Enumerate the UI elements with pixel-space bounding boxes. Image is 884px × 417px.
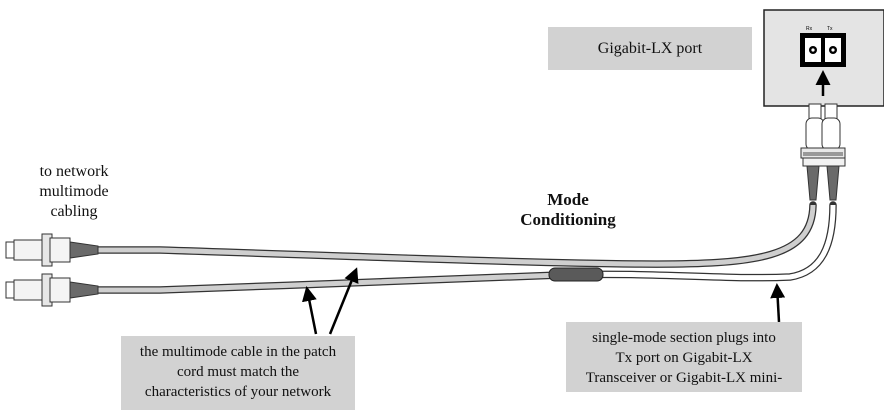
mode-conditioning-sleeve	[548, 267, 604, 282]
multimode-note-line-2: cord must match the	[176, 364, 300, 380]
mode-conditioning-label: Mode Conditioning	[488, 190, 648, 230]
tx-port-mark: Tx	[827, 26, 833, 32]
multimode-cable	[92, 201, 817, 268]
duplex-connector-left	[5, 233, 99, 307]
singlemode-arrow	[770, 283, 786, 323]
duplex-connector-right	[800, 103, 846, 201]
rx-port-mark: Rx	[806, 26, 813, 32]
singlemode-note-line-2: Tx port on Gigabit-LX	[615, 350, 753, 366]
mode-conditioning-line-1: Mode	[547, 190, 589, 209]
network-cabling-line-1: to network	[39, 163, 109, 180]
network-cabling-line-3: cabling	[50, 203, 98, 220]
port-label: Gigabit-LX port	[597, 40, 703, 57]
singlemode-note-line-3: Transceiver or Gigabit-LX mini-	[585, 370, 783, 386]
multimode-note-box: the multimode cable in the patch cord mu…	[121, 336, 355, 410]
network-cabling-line-2: multimode	[39, 183, 109, 200]
singlemode-note-line-1: single-mode section plugs into	[592, 330, 776, 346]
multimode-note-line-1: the multimode cable in the patch	[139, 344, 337, 360]
multimode-arrow-2	[328, 267, 359, 335]
port-label-box: Gigabit-LX port	[548, 27, 752, 70]
singlemode-note-box: single-mode section plugs into Tx port o…	[566, 322, 802, 392]
mode-conditioning-line-2: Conditioning	[520, 210, 616, 229]
multimode-note-line-3: characteristics of your network	[144, 384, 332, 400]
multimode-arrow-1	[301, 286, 318, 335]
network-cabling-label: to network multimode cabling	[14, 162, 134, 222]
